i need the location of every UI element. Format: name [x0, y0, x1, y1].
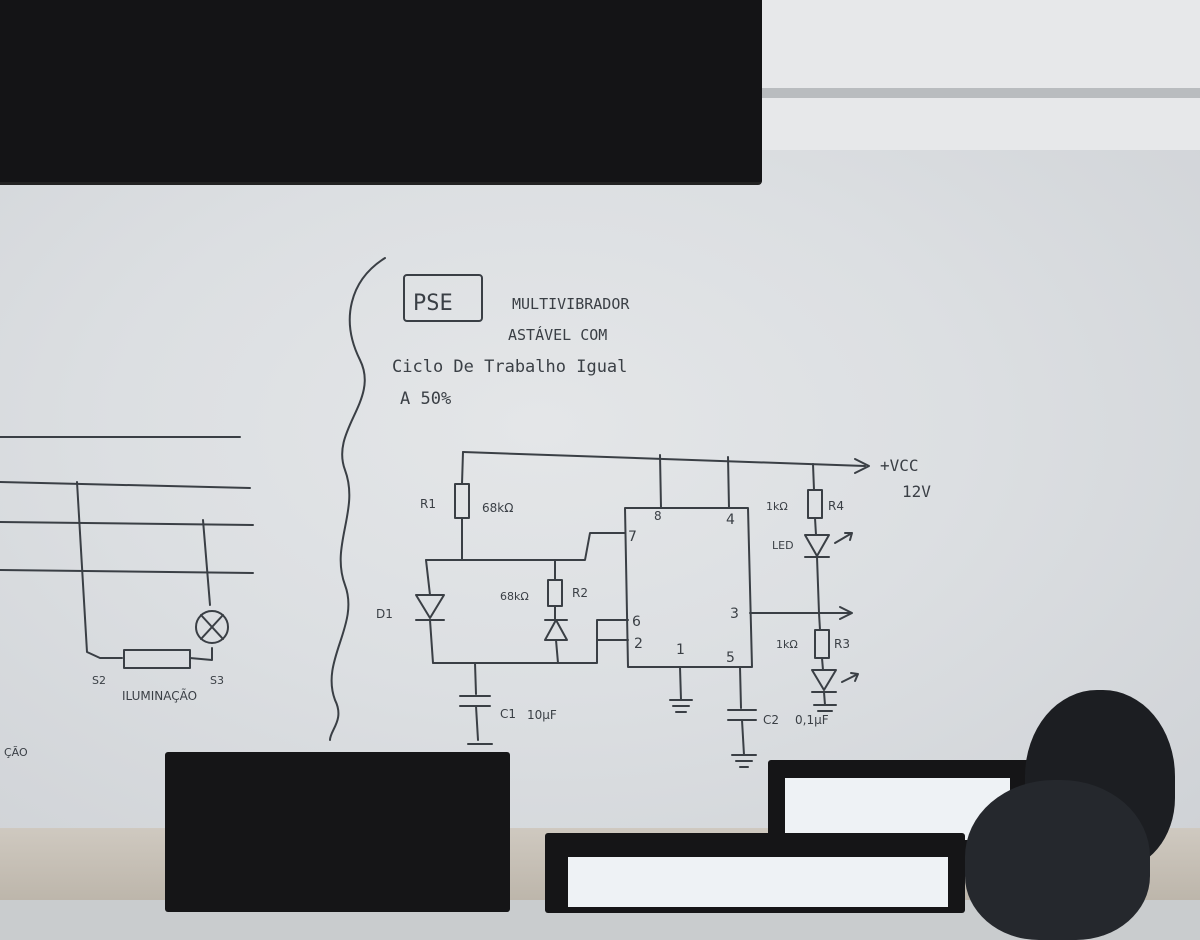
- pin-8: 8: [654, 509, 662, 523]
- person-head-icon: [965, 780, 1150, 940]
- left-resistor: [123, 649, 191, 669]
- pin-5: 5: [726, 650, 735, 666]
- r1-label: R1: [420, 497, 436, 511]
- led2-icon: [811, 669, 837, 691]
- c1-value: 10µF: [527, 708, 557, 722]
- edge-text-fragment: ÇÃO: [4, 746, 28, 759]
- title-text: PSE: [413, 291, 453, 316]
- r2-resistor: [547, 579, 563, 607]
- r4-label: R4: [828, 499, 844, 513]
- pin-3: 3: [730, 606, 739, 622]
- board-drawing: PSE MULTIVIBRADOR ASTÁVEL COM Ciclo De T…: [0, 257, 931, 768]
- r1-value: 68kΩ: [482, 501, 513, 515]
- monitor-screen: [568, 857, 948, 907]
- c2-value: 0,1µF: [795, 713, 829, 727]
- pin-7: 7: [628, 529, 637, 545]
- r2-value: 68kΩ: [500, 590, 529, 603]
- subtitle-line-4: A 50%: [400, 389, 451, 409]
- r3-label: R3: [834, 637, 850, 651]
- pin-6: 6: [632, 614, 641, 630]
- pin-1: 1: [676, 642, 685, 658]
- lamp-icon: [195, 610, 229, 644]
- c2-label: C2: [763, 713, 779, 727]
- wall-rail: [762, 88, 1200, 98]
- vcc-label: +VCC: [880, 456, 919, 475]
- pin-4: 4: [726, 512, 735, 528]
- pin-2: 2: [634, 636, 643, 652]
- tv-screen-icon: [0, 0, 762, 185]
- led-icon: [804, 534, 830, 557]
- subtitle-line-2: ASTÁVEL COM: [508, 325, 607, 344]
- r1-resistor: [454, 483, 470, 519]
- vcc-value: 12V: [902, 482, 931, 501]
- computer-monitor-icon: [165, 752, 510, 912]
- iluminacao-label: ILUMINAÇÃO: [122, 688, 197, 703]
- divider-line: [329, 257, 386, 741]
- d1-label: D1: [376, 607, 393, 621]
- led-label: LED: [772, 539, 794, 552]
- r3-value: 1kΩ: [776, 638, 798, 651]
- subtitle-line-3: Ciclo De Trabalho Igual: [392, 357, 627, 377]
- d2-diode: [544, 619, 568, 641]
- c1-label: C1: [500, 707, 516, 721]
- subtitle-line-1: MULTIVIBRADOR: [512, 295, 630, 313]
- r4-resistor: [807, 489, 823, 519]
- r3-resistor: [814, 629, 830, 659]
- whiteboard: [0, 150, 1200, 840]
- s2-label: S2: [92, 674, 106, 687]
- r2-label: R2: [572, 586, 588, 600]
- title-box: [403, 274, 483, 322]
- r4-value: 1kΩ: [766, 500, 788, 513]
- ic-555: [624, 507, 753, 668]
- d1-diode: [415, 594, 445, 619]
- s3-label: S3: [210, 674, 224, 687]
